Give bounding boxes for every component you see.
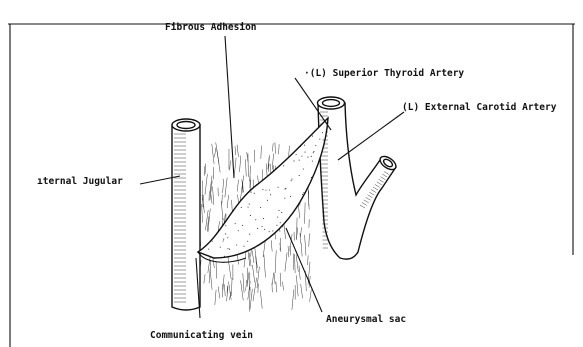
label-external-carotid-artery: (L) External Carotid Artery <box>402 102 557 113</box>
external-carotid-artery <box>318 97 399 259</box>
internal-jugular-vein <box>172 119 200 310</box>
label-internal-jugular: ıternal Jugular <box>37 176 123 187</box>
label-aneurysmal-sac: Aneurysmal sac <box>326 314 406 325</box>
aneurysmal-sac <box>198 118 328 258</box>
label-fibrous-adhesion: Fibrous Adhesion <box>165 22 257 33</box>
label-communicating-vein: Communicating vein <box>150 330 253 341</box>
label-superior-thyroid-artery: ·(L) Superior Thyroid Artery <box>304 68 464 79</box>
